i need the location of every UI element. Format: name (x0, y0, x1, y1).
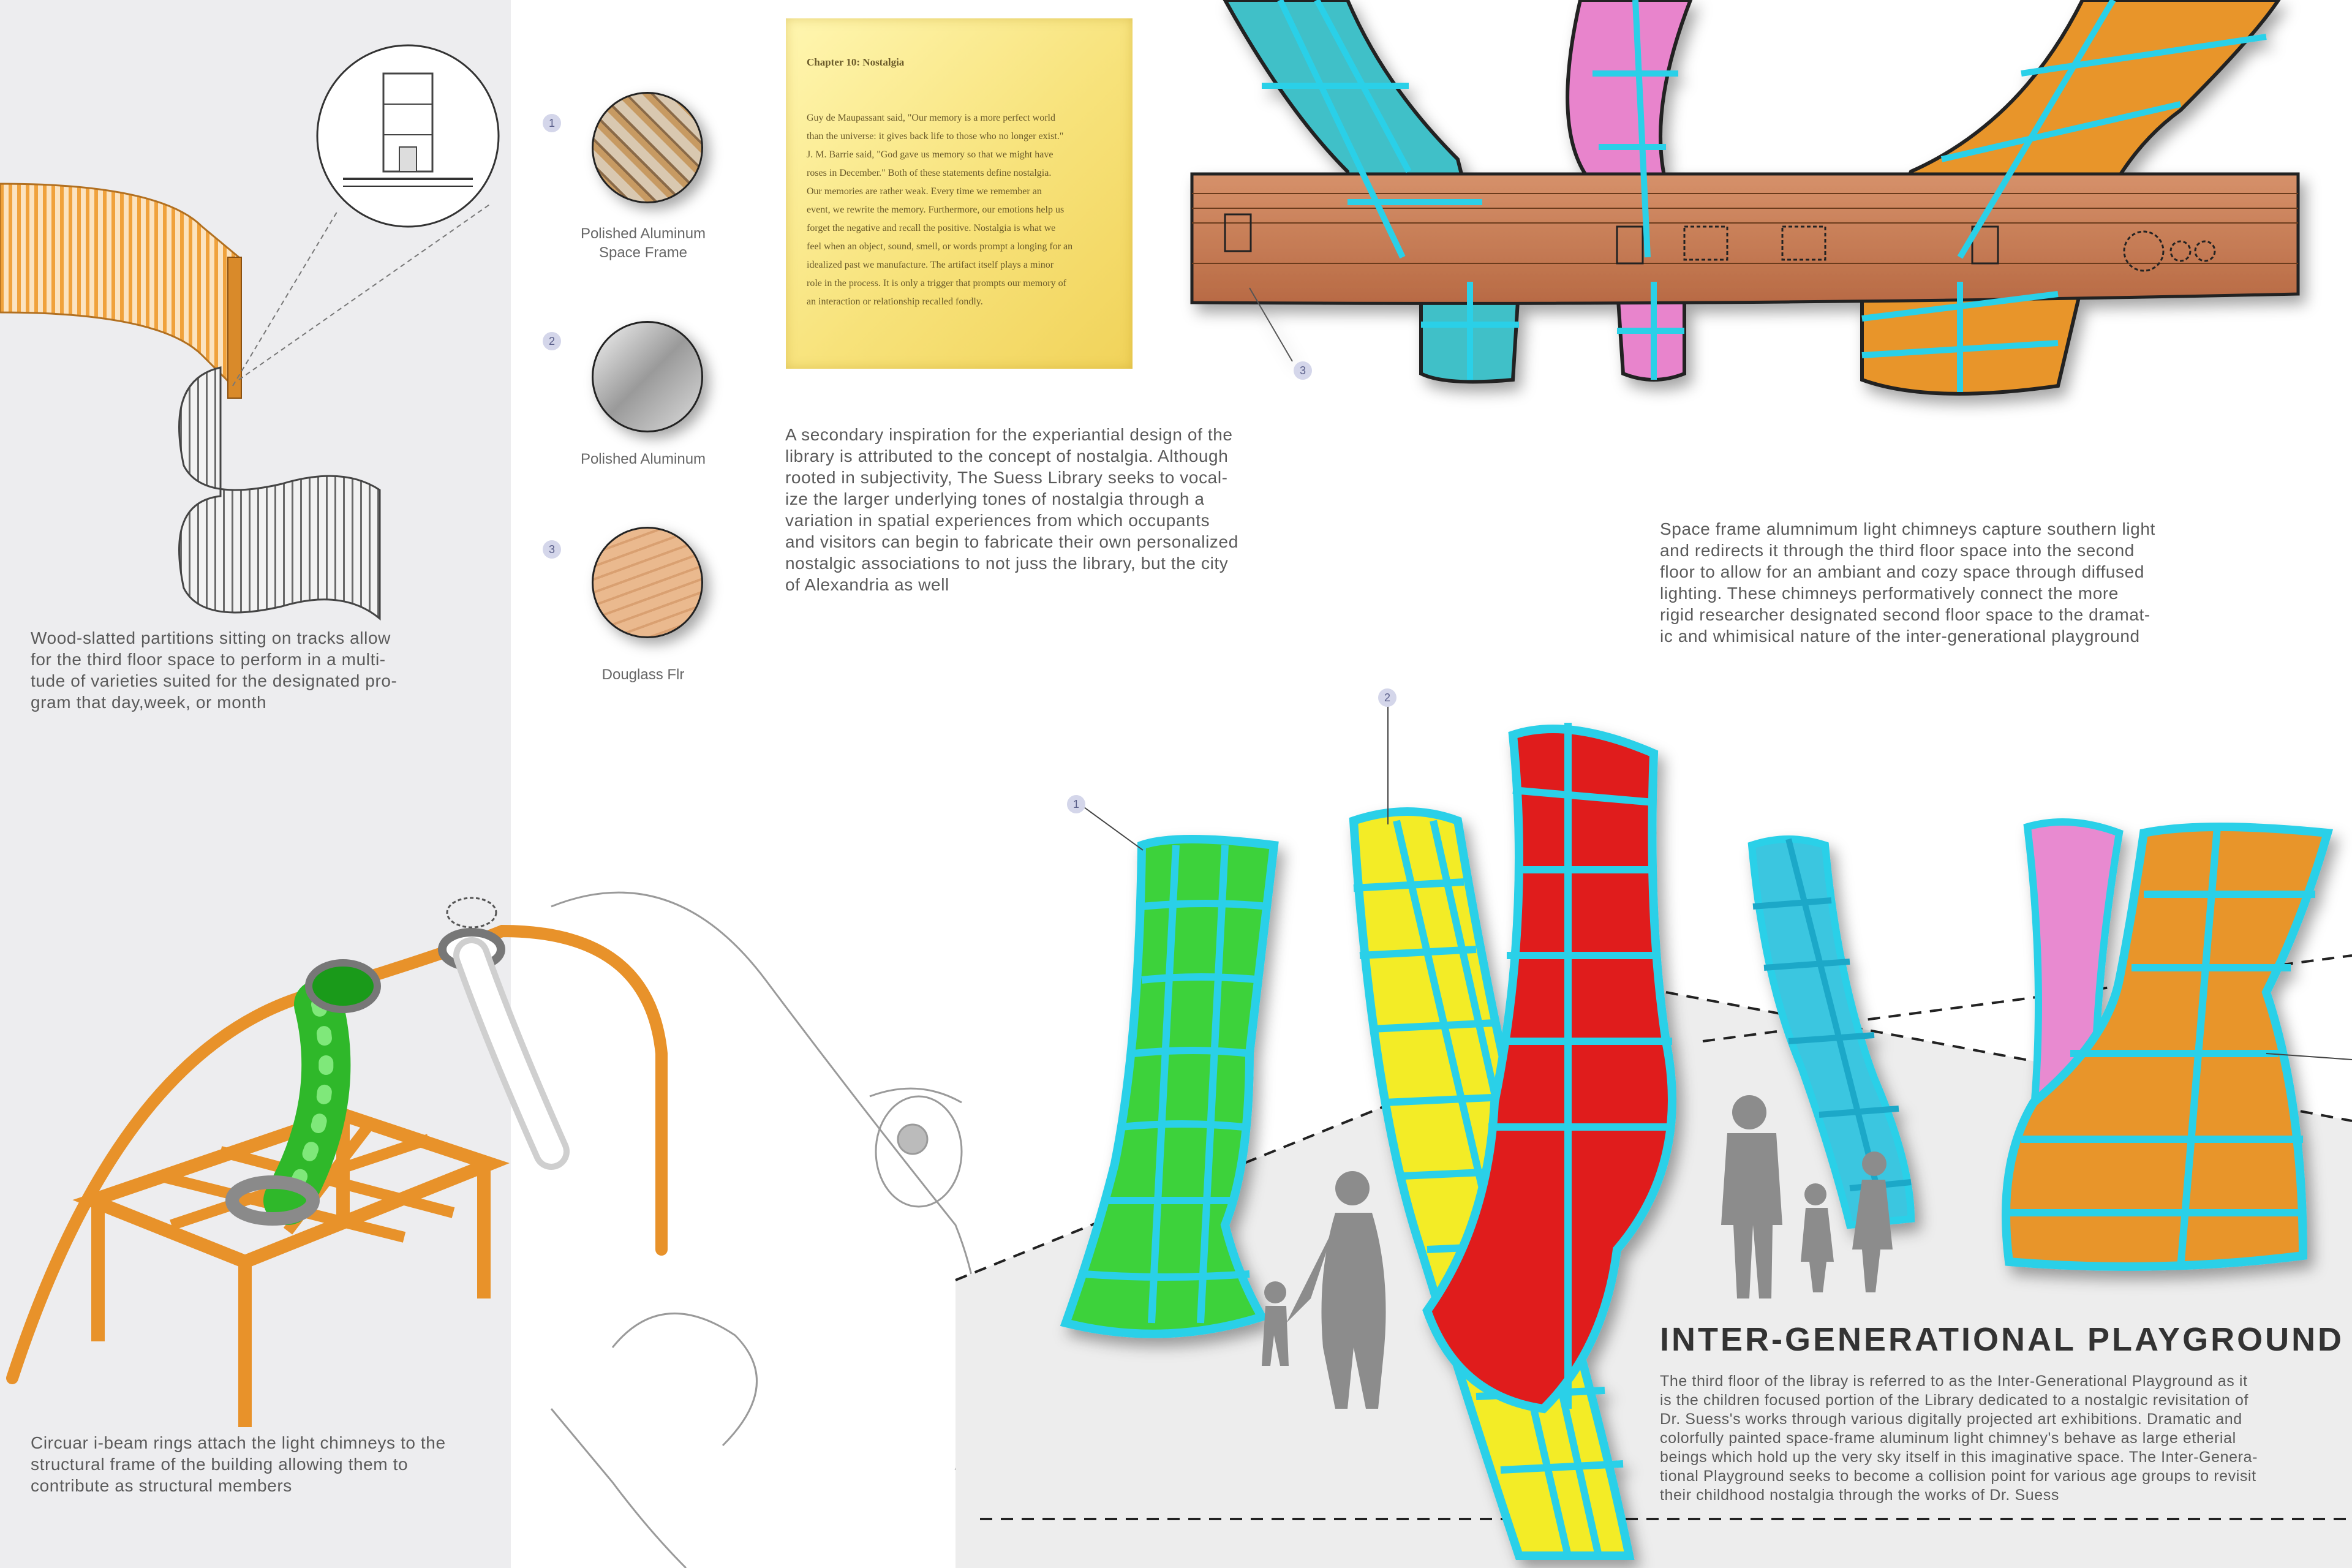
ibeam-ring-caption: Circuar i-beam rings attach the light ch… (31, 1433, 446, 1495)
material-label-1: Polished Aluminum Space Frame (580, 225, 706, 261)
callout-yellow-chimney: 2 (1378, 688, 1396, 707)
chimney-section-drawing (1190, 0, 2300, 396)
space-frame-swatch-icon (592, 92, 703, 203)
brushed-aluminum-swatch-icon (592, 321, 703, 432)
book-excerpt-page: Chapter 10: Nostalgia Guy de Maupassant … (786, 18, 1133, 369)
wood-grain-swatch-icon (592, 527, 703, 638)
playground-description: The third floor of the libray is referre… (1660, 1373, 2258, 1504)
playground-heading: INTER-GENERATIONAL PLAYGROUND (1660, 1321, 2345, 1358)
material-number-2: 2 (543, 332, 561, 350)
nostalgia-caption: A secondary inspiration for the experian… (785, 425, 1238, 594)
wood-slat-partition-drawing (0, 44, 500, 621)
material-number-1: 1 (543, 114, 561, 132)
book-body-text: Guy de Maupassant said, "Our memory is a… (807, 113, 1073, 307)
material-number-3: 3 (543, 540, 561, 559)
wood-slat-caption: Wood-slatted partitions sitting on track… (31, 628, 398, 712)
chimney-caption: Space frame alumnimum light chimneys cap… (1660, 519, 2155, 646)
book-chapter-title: Chapter 10: Nostalgia (807, 56, 905, 68)
chimney-renderings (1060, 723, 2334, 1560)
people-silhouettes (1262, 1095, 1893, 1409)
material-label-3: Douglass Flr (601, 666, 685, 683)
callout-section-beam: 3 (1294, 361, 1312, 380)
callout-green-chimney: 1 (1067, 795, 1085, 813)
ibeam-ring-frame-drawing (6, 897, 668, 1427)
material-label-2: Polished Aluminum (580, 451, 706, 467)
